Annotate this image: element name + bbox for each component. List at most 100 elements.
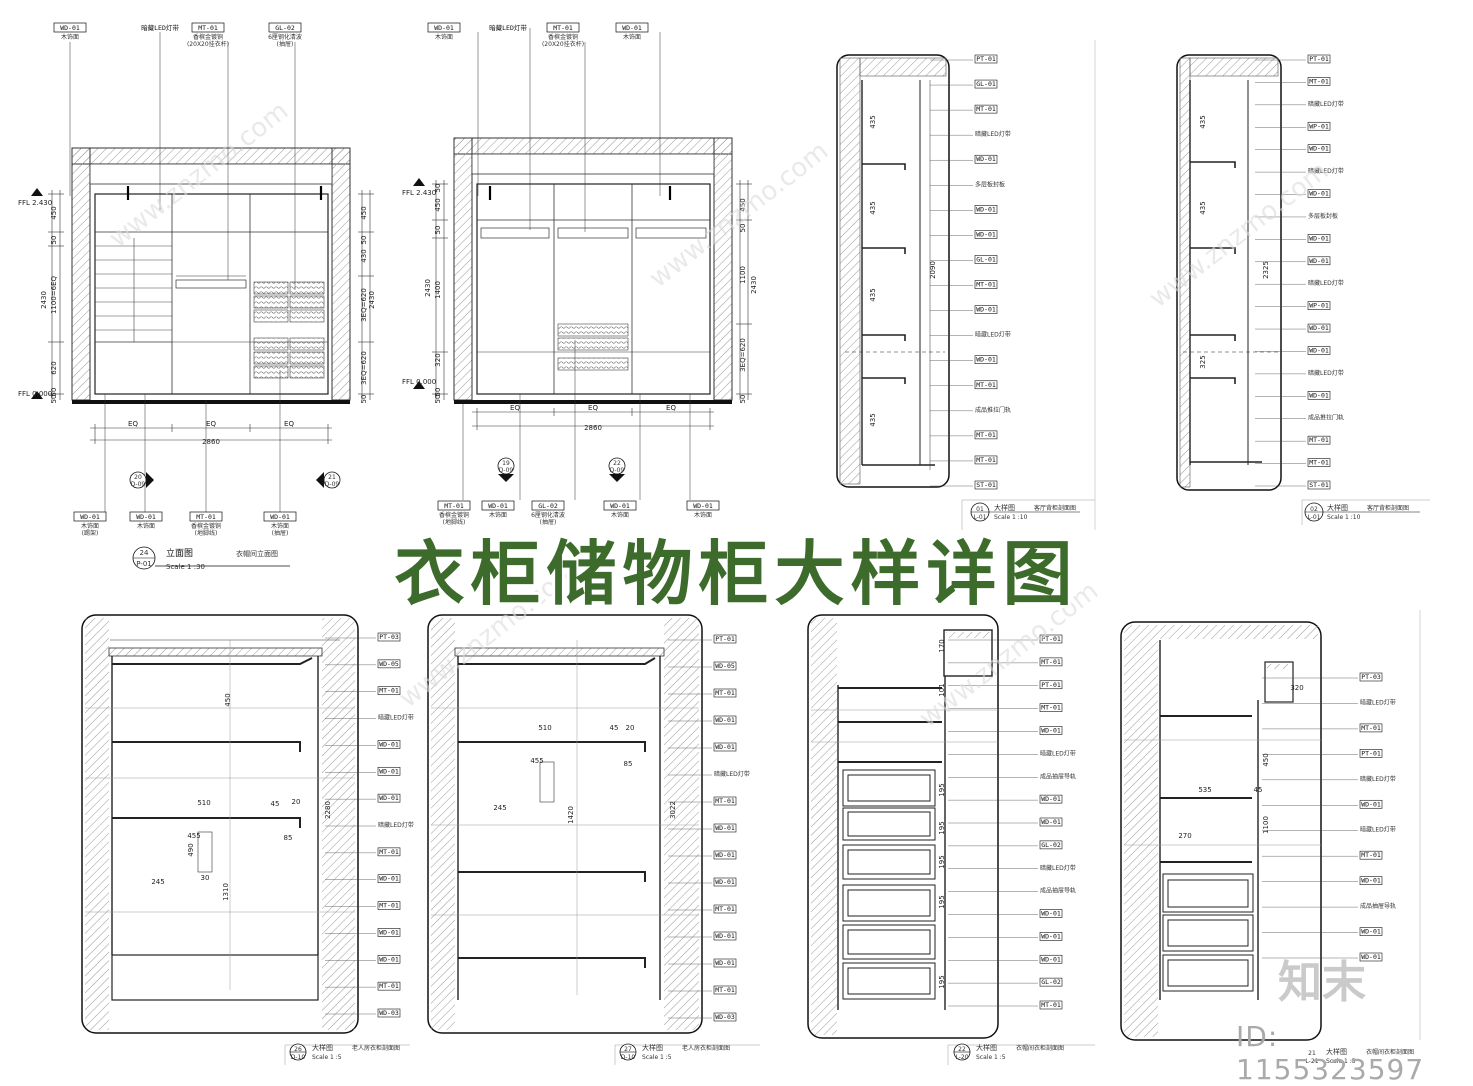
section1-tag-5: 多层板封板 [930, 180, 1005, 188]
section1-tag-text-1: GL-01 [976, 80, 996, 88]
detail26-tag-3: 暗藏LED灯带 [325, 714, 414, 722]
detail26-title: 大样图 [312, 1043, 333, 1052]
section1-subtitle: 客厅背柜剖面图 [1034, 504, 1076, 512]
elev1-dim-right-5: 3EQ=620 [360, 351, 368, 385]
detail26-dim-9: 490 [187, 843, 195, 856]
detail27-tag-text-3: WD-01 [715, 716, 735, 724]
section2-tag-10: 暗藏LED灯带 [1255, 279, 1344, 287]
detail26-dim-10: 455 [187, 832, 200, 840]
detail26-tag-text-8: MT-01 [379, 848, 399, 856]
elev1-top-tag-3-code: GL-02 [275, 24, 295, 32]
section2-title: 大样图 [1327, 503, 1348, 512]
elev2-bottom-tag-0-desc: 香槟金镀铜(地脚线) [439, 511, 469, 526]
detail21-tag-1: 暗藏LED灯带 [1262, 698, 1396, 706]
elev1-level-bottom: FFL 0.000 [18, 390, 52, 398]
section2-tag-0: PT-01 [1255, 54, 1331, 64]
elev2-marker-num-1: 22 [613, 460, 621, 467]
detail22-tag-text-14: WD-01 [1041, 955, 1061, 963]
elev2-dim-left-2: 50 [434, 226, 442, 235]
elev1-title-ref: P-01 [136, 560, 152, 568]
detail21-tag-text-8: WD-01 [1361, 877, 1381, 885]
detail22-tag-text-3: MT-01 [1041, 704, 1061, 712]
detail21-tag-8: WD-01 [1262, 876, 1383, 885]
detail27-tag-14: WD-03 [668, 1012, 737, 1022]
section-marker-19 [497, 457, 515, 482]
detail22-tag-0: PT-01 [948, 634, 1063, 644]
elev2-dim-bottom-0: EQ [510, 404, 520, 412]
section2-title-ref: L-01 [1307, 514, 1320, 521]
detail21-dim-4: 270 [1178, 832, 1191, 840]
detail27-tag-7: WD-01 [668, 823, 737, 833]
detail22-tag-6: 成品抽屉导轨 [948, 772, 1076, 780]
detail21-title-num: 21 [1308, 1050, 1316, 1057]
detail26-tag-14: WD-03 [325, 1008, 401, 1018]
section2-dim-2: 2325 [1262, 261, 1270, 279]
detail21-dim-3: 45 [1254, 786, 1263, 794]
detail21-tag-2: MT-01 [1262, 723, 1383, 733]
section2-subtitle: 客厅背柜剖面图 [1367, 504, 1409, 512]
section2-tag-text-5: 暗藏LED灯带 [1308, 167, 1344, 175]
elev1-dim-right-1: 50 [360, 236, 368, 245]
detail22-tag-text-8: WD-01 [1041, 818, 1061, 826]
elev2-top-tag-2-desc: 香槟金镀铜(20X20挂衣杆) [542, 33, 584, 48]
elev2-bottom-tag-1-code: WD-01 [488, 502, 508, 510]
elev2-level-top: FFL 2.430 [402, 189, 436, 197]
detail26-tag-text-2: MT-01 [379, 687, 399, 695]
detail27-subtitle: 老人房衣柜剖面图 [682, 1044, 730, 1052]
detail26-subtitle: 老人房衣柜剖面图 [352, 1044, 400, 1052]
detail21-scale: Scale 1 :5 [1326, 1058, 1356, 1065]
elev2-dim-left-6: 50 [434, 388, 442, 397]
section2-tag-text-19: ST-01 [1309, 481, 1329, 489]
detail27-dim-0: 510 [538, 724, 551, 732]
section1-title-num: 01 [976, 506, 984, 513]
detail26-tag-text-13: MT-01 [379, 982, 399, 990]
detail27-tag-0: PT-01 [668, 634, 737, 644]
section2-tag-8: WD-01 [1255, 234, 1331, 243]
section-marker-22 [608, 457, 626, 482]
detail-27 [427, 614, 760, 1065]
elev2-top-tag-1: 暗藏LED灯带 [489, 23, 527, 32]
detail22-tag-text-1: MT-01 [1041, 658, 1061, 666]
detail27-tag-text-12: WD-01 [715, 959, 735, 967]
elev2-dim-right-4: 3EQ=620 [739, 338, 747, 372]
section2-dim-1: 435 [1199, 201, 1207, 214]
section1-dim-4: 435 [869, 413, 877, 426]
elev2-top-tag-0-desc: 木饰面 [435, 33, 453, 41]
elev2-top-tag-0-code: WD-01 [434, 24, 454, 32]
detail22-tag-text-15: GL-02 [1041, 978, 1061, 986]
detail21-tag-text-7: MT-01 [1361, 851, 1381, 859]
detail21-tag-text-9: 成品抽屉导轨 [1360, 902, 1396, 910]
section1-tag-text-14: 成品推拉门轨 [975, 406, 1011, 414]
section1-tag-4: WD-01 [930, 154, 998, 164]
detail21-subtitle: 衣帽间衣柜剖面图 [1366, 1048, 1414, 1056]
elev1-marker-ref-0: D-09 [131, 481, 146, 488]
detail26-dim-6: 2280 [324, 801, 332, 819]
section-01 [836, 40, 1096, 530]
elev2-bottom-tag-4-desc: 木饰面 [694, 511, 712, 519]
elev1-dim-bottom-0: EQ [128, 420, 138, 428]
detail22-dim-0: 170 [938, 639, 946, 652]
title-blocks: 24P-01立面图衣帽间立面图Scale 1 :3001L-01大样图客厅背柜剖… [136, 503, 1414, 1065]
elev2-dim-left-1: 450 [434, 198, 442, 211]
elevation-2 [413, 28, 752, 500]
detail22-tag-text-10: 暗藏LED灯带 [1040, 864, 1076, 872]
elev1-dim-right-2: 430 [360, 249, 368, 262]
elev1-bottom-tag-2-code: MT-01 [196, 513, 216, 521]
detail26-tag-text-4: WD-01 [379, 740, 399, 748]
section1-tag-text-15: MT-01 [976, 431, 996, 439]
detail26-tag-text-10: MT-01 [379, 902, 399, 910]
detail22-tag-10: 暗藏LED灯带 [948, 864, 1076, 872]
detail21-dim-5: 1100 [1262, 816, 1270, 834]
detail27-tag-text-1: WD-05 [715, 662, 735, 670]
elev2-dim-bottom-2: EQ [666, 404, 676, 412]
detail22-tag-text-6: 成品抽屉导轨 [1040, 772, 1076, 780]
detail21-tag-11: WD-01 [1262, 952, 1383, 962]
detail26-scale: Scale 1 :5 [312, 1054, 342, 1061]
section2-tag-19: ST-01 [1255, 480, 1331, 490]
elev2-top-tag-2-code: MT-01 [553, 24, 573, 32]
section1-tag-text-12: WD-01 [976, 356, 996, 364]
